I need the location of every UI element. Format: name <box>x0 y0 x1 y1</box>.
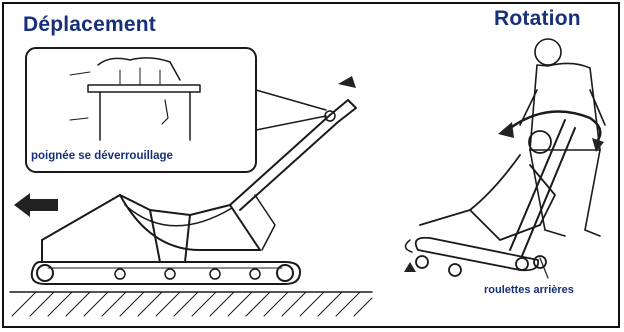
ground-hatching <box>10 292 372 316</box>
panel-title-deplacement: Déplacement <box>23 13 156 37</box>
curved-arrow-icon <box>505 112 600 140</box>
rotation-arrowhead-icon <box>498 122 514 138</box>
left-arrow-icon <box>14 193 58 217</box>
up-arrow-icon <box>404 262 416 272</box>
handle-release-label: poignée se déverrouillage <box>31 150 173 162</box>
caregiver-figure <box>520 39 605 236</box>
panel-title-rotation: Rotation <box>494 7 581 31</box>
up-arrow-icon <box>338 76 356 88</box>
rear-wheels-label: roulettes arrières <box>484 284 574 296</box>
stair-chair-right <box>405 120 575 278</box>
